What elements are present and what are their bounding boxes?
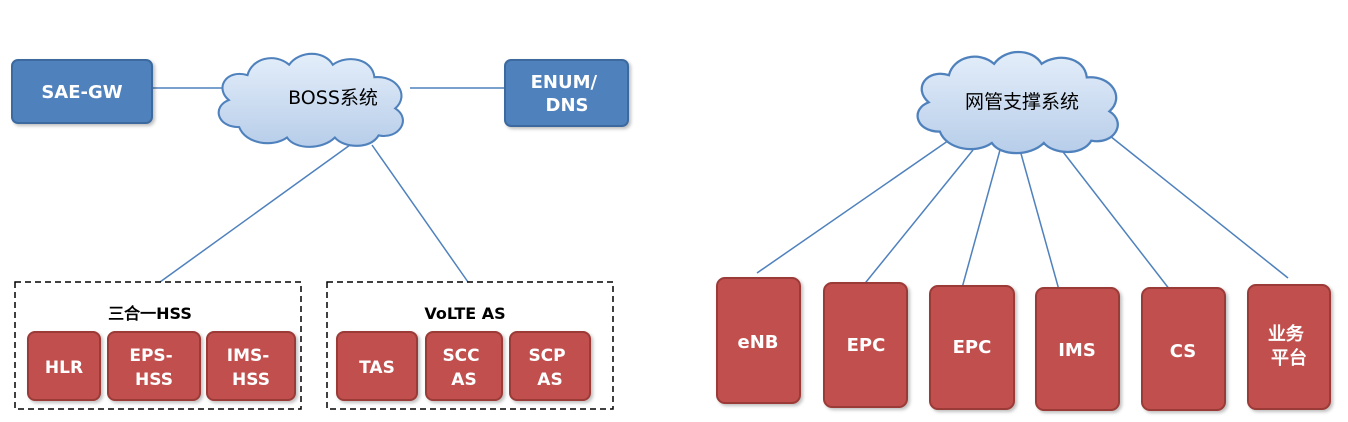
- ims-hss-line2: HSS: [232, 370, 270, 390]
- hss-item-ims-hss-label: IMS- HSS: [227, 346, 275, 390]
- left-connectors: [152, 87, 505, 283]
- enum-dns-box: [504, 59, 629, 127]
- node-cs: [1141, 287, 1226, 411]
- hss-group-frame: [14, 281, 302, 410]
- hss-item-hlr-label: HLR: [45, 358, 83, 378]
- node-epc-2: [929, 285, 1015, 410]
- scc-as-line1: SCC: [442, 346, 479, 366]
- volte-item-tas: [336, 331, 418, 401]
- line-boss-to-hss: [159, 144, 351, 283]
- node-epc-1-label: EPC: [847, 335, 886, 356]
- sae-gw-label: SAE-GW: [41, 82, 122, 103]
- volte-group-frame: [326, 281, 614, 410]
- node-epc-2-label: EPC: [953, 337, 992, 358]
- node-ims-label: IMS: [1058, 340, 1096, 361]
- line-boss-to-volte: [371, 144, 469, 283]
- volte-item-scp-as-label: SCP AS: [528, 346, 571, 390]
- scc-as-line2: AS: [451, 370, 476, 390]
- enum-dns-label: ENUM/ DNS: [531, 72, 604, 116]
- hss-item-hlr: [27, 331, 101, 401]
- line-nms-to-epc-1: [861, 149, 974, 288]
- eps-hss-line2: HSS: [135, 370, 173, 390]
- hss-item-eps-hss-label: EPS- HSS: [129, 346, 178, 390]
- line-nms-to-enb: [756, 135, 956, 274]
- nms-cloud-label: 网管支撑系统: [965, 91, 1079, 113]
- node-epc-1: [823, 282, 908, 408]
- node-cs-label: CS: [1170, 341, 1197, 362]
- service-platform-line2: 平台: [1271, 347, 1307, 369]
- enum-dns-label-line1: ENUM/: [531, 72, 598, 93]
- volte-item-scp-as: [509, 331, 591, 401]
- boss-cloud-label: BOSS系统: [288, 87, 378, 109]
- node-service-platform-label: 业务 平台: [1268, 323, 1310, 369]
- nms-cloud: 网管支撑系统: [916, 50, 1119, 155]
- hss-group: 三合一HSS HLR EPS- HSS IMS- HSS: [14, 281, 302, 410]
- hss-item-ims-hss: [206, 331, 296, 401]
- scp-as-line2: AS: [537, 370, 562, 390]
- boss-cloud: BOSS系统: [217, 52, 405, 149]
- volte-item-scc-as-label: SCC AS: [442, 346, 485, 390]
- service-platform-line1: 业务: [1268, 323, 1305, 345]
- ims-hss-line1: IMS-: [227, 346, 270, 366]
- node-service-platform: [1247, 284, 1331, 410]
- hss-group-title: 三合一HSS: [108, 304, 192, 323]
- hss-item-eps-hss: [107, 331, 201, 401]
- volte-group: VoLTE AS TAS SCC AS SCP AS: [326, 281, 614, 410]
- line-nms-to-epc-2: [961, 149, 1001, 289]
- scp-as-line1: SCP: [528, 346, 565, 366]
- node-enb-label: eNB: [738, 332, 779, 353]
- right-connectors: [756, 127, 1289, 291]
- sae-gw-box: [11, 59, 153, 124]
- enum-dns-label-line2: DNS: [546, 95, 589, 116]
- line-nms-to-ims: [1019, 149, 1060, 291]
- eps-hss-line1: EPS-: [129, 346, 172, 366]
- line-nms-to-platform: [1099, 127, 1289, 279]
- node-ims: [1035, 287, 1120, 411]
- volte-item-tas-label: TAS: [359, 358, 395, 378]
- volte-group-title: VoLTE AS: [424, 304, 505, 323]
- node-enb: [716, 277, 801, 404]
- volte-item-scc-as: [425, 331, 503, 401]
- line-nms-to-cs: [1059, 147, 1171, 291]
